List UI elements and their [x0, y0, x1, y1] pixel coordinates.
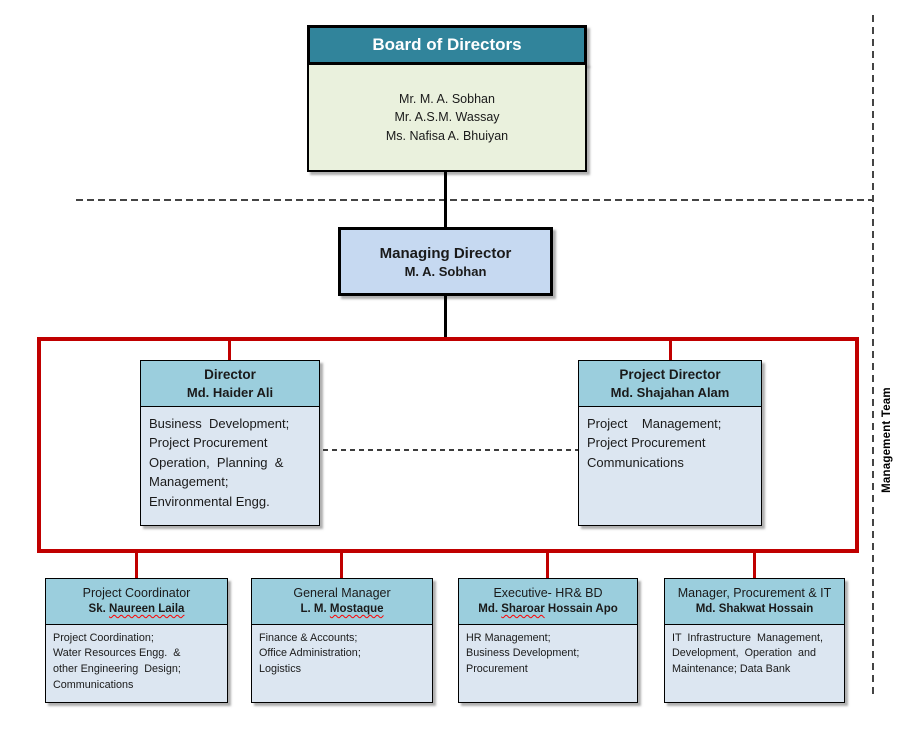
- director-name: Md. Haider Ali: [186, 384, 274, 400]
- manager-box-executive-hr-bd: Executive- HR& BD Md. Sharoar Hossain Ap…: [458, 578, 638, 703]
- manager-3-name: Md. Sharoar Hossain Apo: [478, 603, 618, 615]
- manager-2-header: General Manager L. M. Mostaque: [251, 578, 433, 625]
- manager-3-title: Executive- HR& BD: [493, 586, 603, 600]
- manager-2-duties-box: Finance & Accounts; Office Administratio…: [251, 623, 433, 703]
- connector-md-to-group: [444, 296, 447, 337]
- director-peer-dashed-connector: [323, 449, 578, 451]
- project-director-duties: Project Management; Project Procurement …: [587, 415, 722, 470]
- management-team-frame: [37, 337, 859, 553]
- project-director-box: Project Director Md. Shajahan Alam Proje…: [578, 360, 762, 526]
- manager-4-name: Md. Shakwat Hossain: [695, 603, 814, 615]
- board-of-directors-header: Board of Directors: [307, 25, 587, 65]
- connector-frame-to-manager-2: [340, 549, 343, 578]
- board-members-box: Mr. M. A. Sobhan Mr. A.S.M. Wassay Ms. N…: [307, 63, 587, 172]
- manager-4-duties: IT Infrastructure Management, Developmen…: [672, 631, 824, 676]
- connector-frame-to-project-director: [669, 341, 672, 361]
- connector-frame-to-manager-1: [135, 549, 138, 578]
- horizontal-dashed-divider: [76, 199, 872, 201]
- board-members-list: Mr. M. A. Sobhan Mr. A.S.M. Wassay Ms. N…: [385, 91, 509, 143]
- project-director-header: Project Director Md. Shajahan Alam: [578, 360, 762, 407]
- manager-box-project-coordinator: Project Coordinator Sk. Naureen Laila Pr…: [45, 578, 228, 703]
- management-team-label: Management Team: [881, 387, 893, 493]
- connector-board-to-md: [444, 170, 447, 227]
- manager-1-duties: Project Coordination; Water Resources En…: [53, 631, 181, 691]
- director-box: Director Md. Haider Ali Business Develop…: [140, 360, 320, 526]
- manager-box-general-manager: General Manager L. M. Mostaque Finance &…: [251, 578, 433, 703]
- connector-frame-to-manager-4: [753, 549, 756, 578]
- connector-frame-to-manager-3: [546, 549, 549, 578]
- director-header: Director Md. Haider Ali: [140, 360, 320, 407]
- project-director-name: Md. Shajahan Alam: [610, 384, 730, 400]
- manager-1-header: Project Coordinator Sk. Naureen Laila: [45, 578, 228, 625]
- manager-1-title: Project Coordinator: [82, 586, 191, 600]
- vertical-dashed-divider: [872, 15, 874, 695]
- manager-box-procurement-it: Manager, Procurement & IT Md. Shakwat Ho…: [664, 578, 845, 703]
- md-title: Managing Director: [379, 244, 512, 262]
- manager-3-duties: HR Management; Business Development; Pro…: [466, 631, 580, 676]
- manager-4-title: Manager, Procurement & IT: [677, 586, 832, 600]
- manager-1-duties-box: Project Coordination; Water Resources En…: [45, 623, 228, 703]
- manager-2-duties: Finance & Accounts; Office Administratio…: [259, 631, 361, 676]
- manager-3-duties-box: HR Management; Business Development; Pro…: [458, 623, 638, 703]
- manager-4-duties-box: IT Infrastructure Management, Developmen…: [664, 623, 845, 703]
- board-title: Board of Directors: [372, 35, 522, 54]
- director-duties-box: Business Development; Project Procuremen…: [140, 405, 320, 526]
- director-duties: Business Development; Project Procuremen…: [149, 415, 290, 509]
- md-name: M. A. Sobhan: [404, 263, 487, 279]
- manager-1-name: Sk. Naureen Laila: [88, 603, 185, 615]
- connector-frame-to-director: [228, 341, 231, 361]
- manager-4-header: Manager, Procurement & IT Md. Shakwat Ho…: [664, 578, 845, 625]
- managing-director-box: Managing Director M. A. Sobhan: [338, 227, 553, 296]
- manager-3-header: Executive- HR& BD Md. Sharoar Hossain Ap…: [458, 578, 638, 625]
- misspelled-name: Mostaque: [329, 603, 384, 615]
- manager-2-title: General Manager: [293, 586, 391, 600]
- director-title: Director: [204, 366, 256, 382]
- project-director-title: Project Director: [619, 366, 721, 382]
- misspelled-name: Sharoar: [501, 603, 545, 615]
- manager-2-name: L. M. Mostaque: [300, 603, 384, 615]
- project-director-duties-box: Project Management; Project Procurement …: [578, 405, 762, 526]
- misspelled-name: Naureen Laila: [109, 603, 185, 615]
